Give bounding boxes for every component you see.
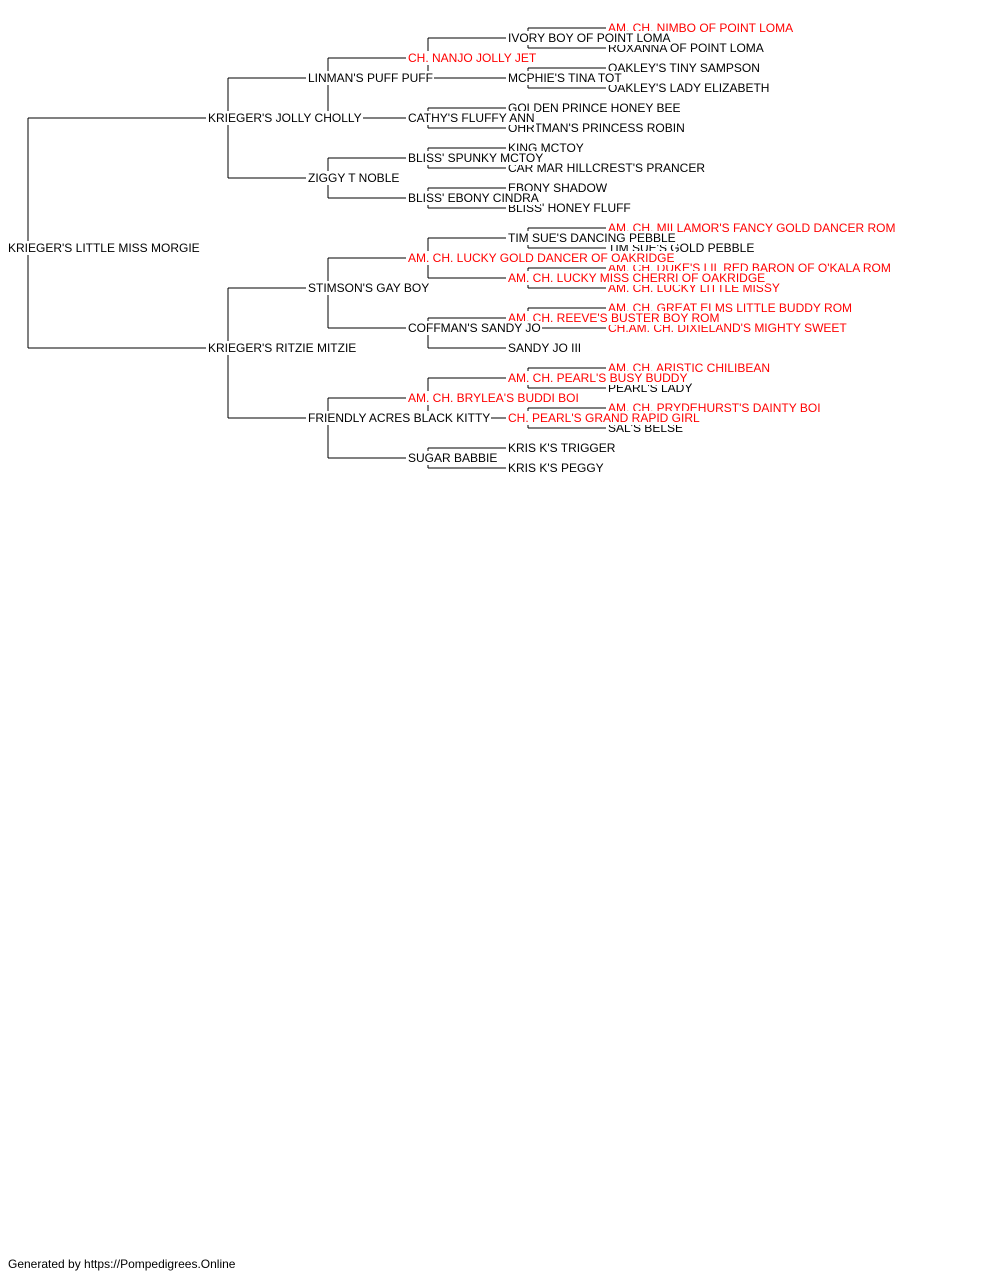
ancestor-name: COFFMAN'S SANDY JO bbox=[408, 321, 542, 335]
ancestor-name: SUGAR BABBIE bbox=[408, 451, 499, 465]
ancestor-name: MCPHIE'S TINA TOT bbox=[508, 71, 623, 85]
ancestor-name: AM. CH. LUCKY GOLD DANCER OF OAKRIDGE bbox=[408, 251, 676, 265]
ancestor-name: FRIENDLY ACRES BLACK KITTY bbox=[308, 411, 492, 425]
ancestor-name: TIM SUE'S DANCING PEBBLE bbox=[508, 231, 677, 245]
ancestor-name: OHRTMAN'S PRINCESS ROBIN bbox=[508, 121, 686, 135]
ancestor-name: GOLDEN PRINCE HONEY BEE bbox=[508, 101, 682, 115]
ancestor-name: CAR MAR HILLCREST'S PRANCER bbox=[508, 161, 706, 175]
ancestor-name: AM. CH. BRYLEA'S BUDDI BOI bbox=[408, 391, 580, 405]
ancestor-name: OAKLEY'S LADY ELIZABETH bbox=[608, 81, 771, 95]
ancestor-name: KRIS K'S TRIGGER bbox=[508, 441, 617, 455]
ancestor-name: CATHY'S FLUFFY ANN bbox=[408, 111, 536, 125]
ancestor-name: KRIEGER'S RITZIE MITZIE bbox=[208, 341, 358, 355]
ancestor-name: KRIS K'S PEGGY bbox=[508, 461, 605, 475]
ancestor-name: CH. NANJO JOLLY JET bbox=[408, 51, 538, 65]
ancestor-name: ZIGGY T NOBLE bbox=[308, 171, 401, 185]
ancestor-name: AM. CH. REEVE'S BUSTER BOY ROM bbox=[508, 311, 721, 325]
ancestor-name: STIMSON'S GAY BOY bbox=[308, 281, 431, 295]
subject-dog-name: KRIEGER'S LITTLE MISS MORGIE bbox=[8, 241, 201, 255]
ancestor-name: OAKLEY'S TINY SAMPSON bbox=[608, 61, 761, 75]
ancestor-name: BLISS' EBONY CINDRA bbox=[408, 191, 540, 205]
ancestor-name: LINMAN'S PUFF PUFF bbox=[308, 71, 434, 85]
footer-credit: Generated by https://Pompedigrees.Online bbox=[8, 1257, 236, 1271]
ancestor-name: BLISS' SPUNKY MCTOY bbox=[408, 151, 545, 165]
ancestor-name: KRIEGER'S JOLLY CHOLLY bbox=[208, 111, 363, 125]
ancestor-name: SANDY JO III bbox=[508, 341, 583, 355]
ancestor-name: AM. CH. MILLAMOR'S FANCY GOLD DANCER ROM bbox=[608, 221, 897, 235]
ancestor-name: CH. PEARL'S GRAND RAPID GIRL bbox=[508, 411, 701, 425]
ancestor-name: AM. CH. PEARL'S BUSY BUDDY bbox=[508, 371, 689, 385]
ancestor-name: IVORY BOY OF POINT LOMA bbox=[508, 31, 672, 45]
ancestor-name: AM. CH. LUCKY MISS CHERRI OF OAKRIDGE bbox=[508, 271, 767, 285]
